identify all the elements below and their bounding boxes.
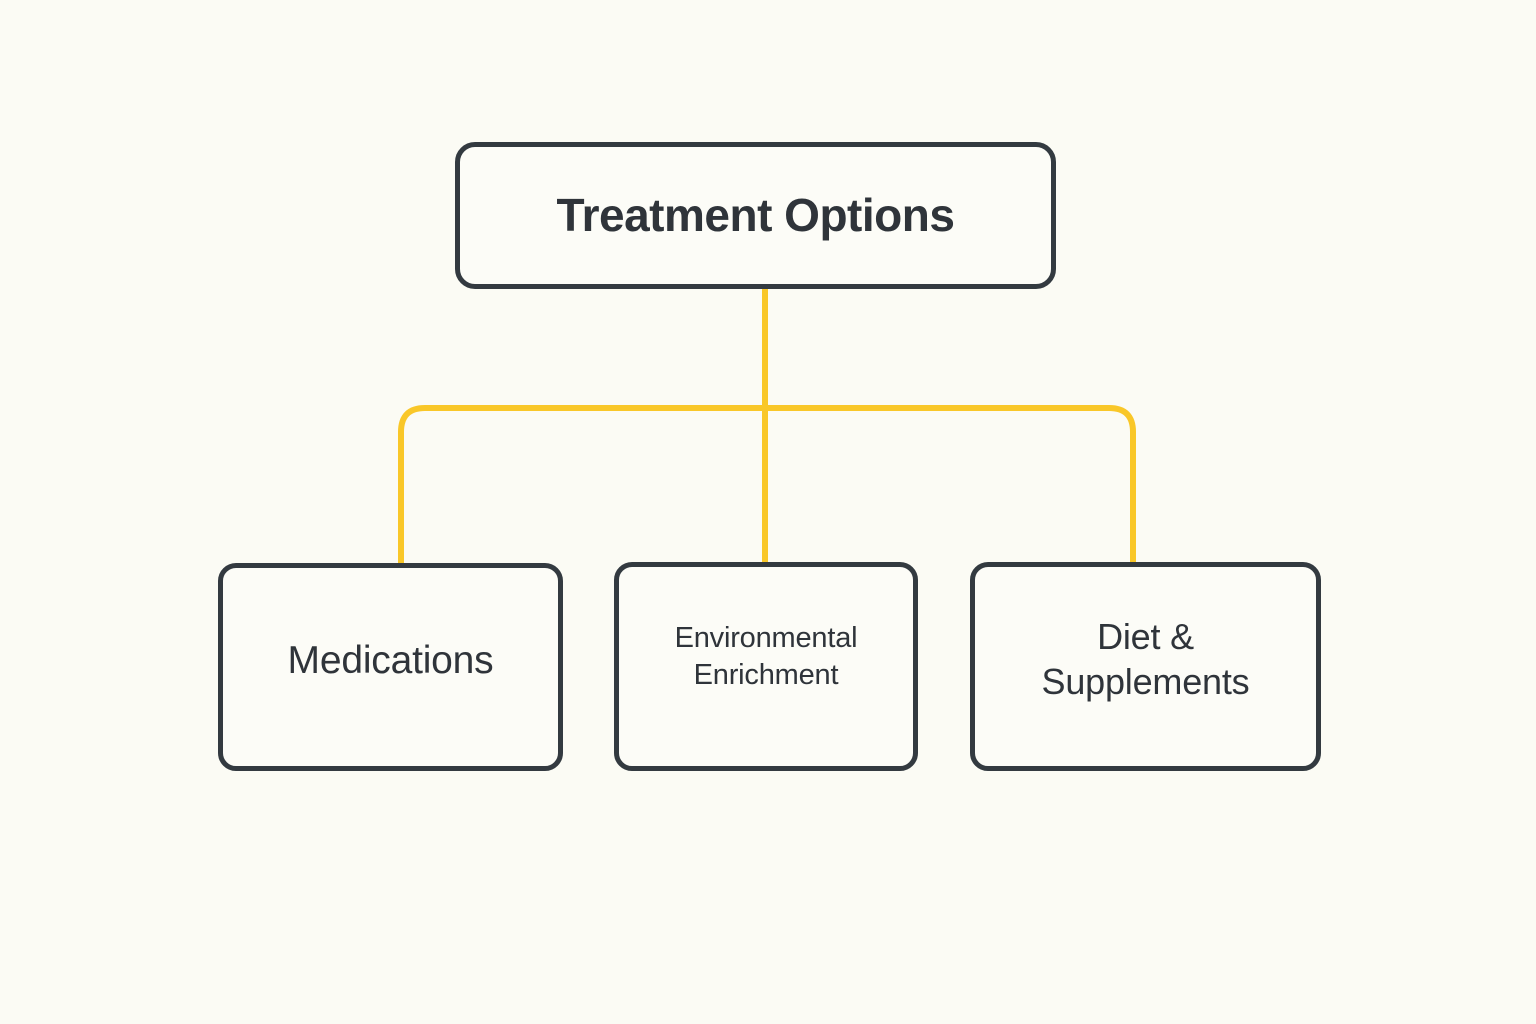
- connector-root-to-medications: [398, 405, 765, 566]
- node-label-medications: Medications: [287, 638, 494, 682]
- node-label-diet-supplements: Diet & Supplements: [1041, 615, 1250, 702]
- node-diet-supplements[interactable]: Diet & Supplements: [970, 562, 1321, 771]
- node-medications[interactable]: Medications: [218, 563, 563, 771]
- node-label-environmental-enrichment: Environmental Enrichment: [674, 621, 858, 691]
- node-environmental-enrichment[interactable]: Environmental Enrichment: [614, 562, 918, 771]
- connector-root-to-diet-supplements: [765, 405, 1136, 566]
- node-treatment-options[interactable]: Treatment Options: [455, 142, 1056, 289]
- node-label-treatment-options: Treatment Options: [556, 189, 955, 242]
